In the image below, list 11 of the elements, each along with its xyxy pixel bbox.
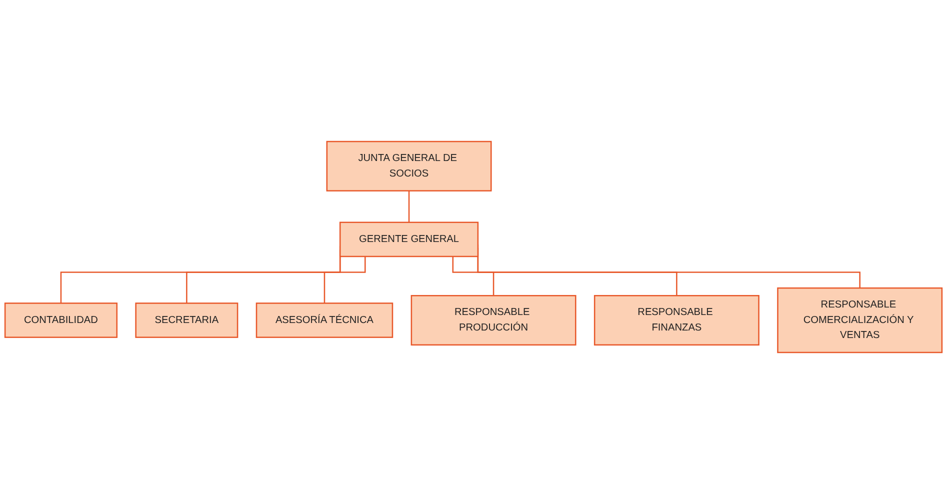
- node-box: GERENTE GENERAL: [339, 222, 479, 258]
- node-box: SECRETARIA: [135, 302, 238, 338]
- node-box: ASESORÍA TÉCNICA: [256, 302, 394, 338]
- node-box: RESPONSABLE PRODUCCIÓN: [410, 295, 576, 346]
- node-box: JUNTA GENERAL DE SOCIOS: [326, 140, 492, 192]
- node-box: RESPONSABLE FINANZAS: [594, 295, 760, 346]
- connector: [324, 256, 366, 304]
- node-box: CONTABILIDAD: [4, 302, 118, 338]
- connector: [452, 256, 494, 296]
- connector: [408, 190, 410, 223]
- node-box: RESPONSABLE COMERCIALIZACIÓN Y VENTAS: [777, 287, 943, 354]
